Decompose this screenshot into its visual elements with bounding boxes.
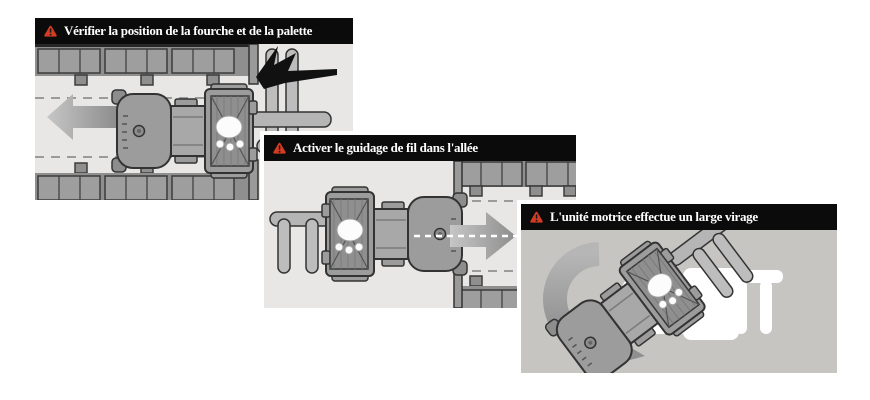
scene-wide-turn bbox=[521, 230, 837, 373]
scene-illustration bbox=[269, 161, 576, 308]
warning-triangle-icon bbox=[530, 211, 543, 223]
scene-illustration bbox=[539, 230, 783, 373]
panel-header: Vérifier la position de la fourche et de… bbox=[35, 18, 353, 44]
fork-bar bbox=[246, 111, 332, 128]
panel-title: Vérifier la position de la fourche et de… bbox=[64, 23, 313, 38]
panel-title: Activer le guidage de fil dans l'allée bbox=[293, 140, 478, 155]
warning-triangle-icon bbox=[273, 142, 286, 154]
fork-tine bbox=[692, 247, 734, 298]
panel-check-fork-pallet: Vérifier la position de la fourche et de… bbox=[35, 18, 353, 200]
fork-tine bbox=[712, 232, 754, 283]
panel-header: Activer le guidage de fil dans l'allée bbox=[264, 135, 576, 161]
direction-arrow-left bbox=[47, 94, 117, 140]
forklift bbox=[321, 186, 468, 282]
rack-row-top bbox=[453, 161, 576, 198]
scene-illustration bbox=[35, 44, 340, 200]
forklift-turning bbox=[539, 230, 754, 373]
fork-position-marker bbox=[256, 46, 337, 89]
panel-title: L'unité motrice effectue un large virage bbox=[550, 209, 758, 224]
panel-wide-turn: L'unité motrice effectue un large virage bbox=[517, 200, 841, 377]
rack-row-top bbox=[35, 44, 259, 86]
warning-triangle-icon bbox=[44, 25, 57, 37]
scene-check-fork bbox=[35, 44, 353, 200]
panel-header: L'unité motrice effectue un large virage bbox=[521, 204, 837, 230]
